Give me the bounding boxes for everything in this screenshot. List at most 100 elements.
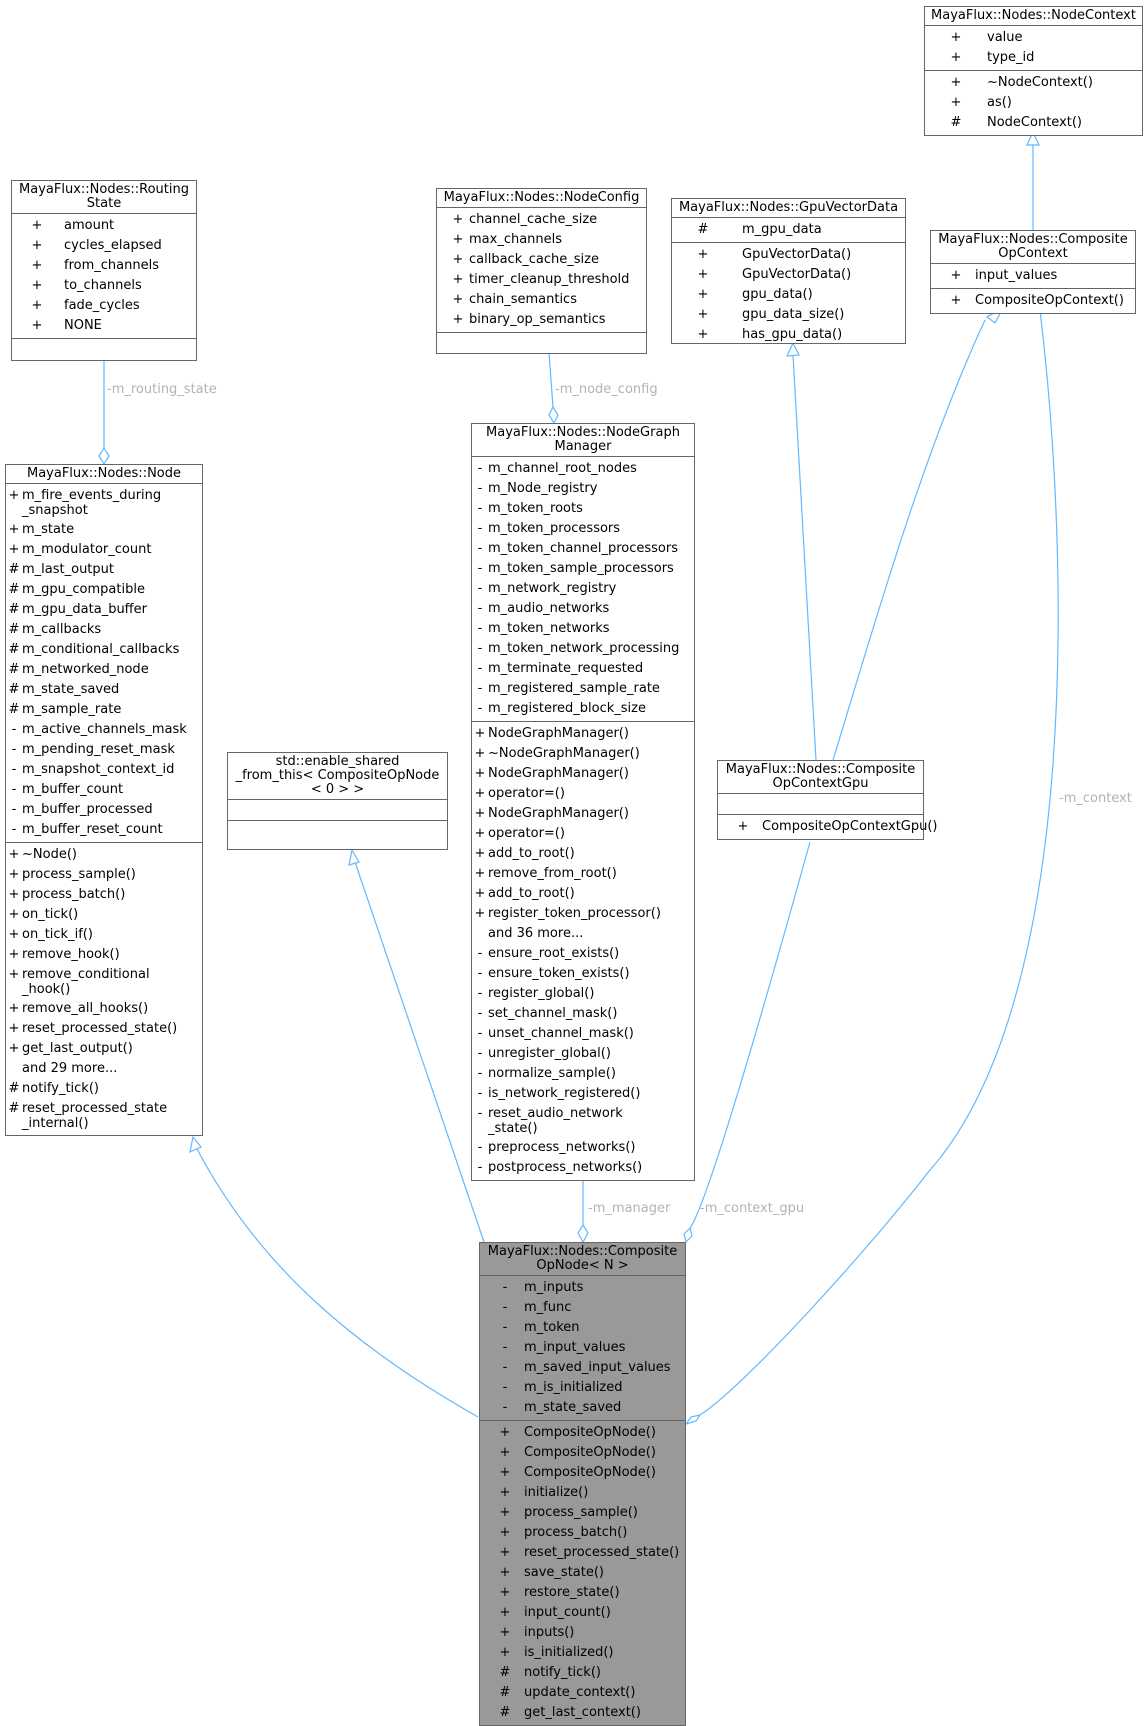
attribute-row[interactable]: +channel_cache_size [437, 210, 646, 230]
class-gpu-vector-data[interactable]: MayaFlux::Nodes::GpuVectorData#m_gpu_dat… [671, 198, 906, 344]
attribute-row[interactable]: #m_gpu_data [672, 220, 905, 240]
attribute-row[interactable]: -m_token_networks [472, 619, 694, 639]
method-row[interactable]: +add_to_root() [472, 884, 694, 904]
attribute-row[interactable]: +binary_op_semantics [437, 310, 646, 330]
attribute-row[interactable]: #m_last_output [6, 560, 202, 580]
attribute-row[interactable]: -m_token_roots [472, 499, 694, 519]
method-row[interactable]: +register_token_processor() [472, 904, 694, 924]
method-row[interactable]: +as() [925, 93, 1142, 113]
attribute-row[interactable]: -m_network_registry [472, 579, 694, 599]
class-node-config[interactable]: MayaFlux::Nodes::NodeConfig+channel_cach… [436, 188, 647, 354]
attribute-row[interactable]: -m_registered_block_size [472, 699, 694, 719]
method-row[interactable]: +remove_conditional _hook() [6, 965, 202, 999]
method-row[interactable]: +input_count() [480, 1603, 685, 1623]
attribute-row[interactable]: -m_inputs [480, 1278, 685, 1298]
attribute-row[interactable]: +from_channels [12, 256, 196, 276]
attribute-row[interactable]: -m_token_network_processing [472, 639, 694, 659]
method-row[interactable]: #get_last_context() [480, 1703, 685, 1723]
method-row[interactable]: -ensure_token_exists() [472, 964, 694, 984]
method-row[interactable]: -preprocess_networks() [472, 1138, 694, 1158]
method-row[interactable]: +CompositeOpContext() [931, 291, 1135, 311]
attribute-row[interactable]: +m_state [6, 520, 202, 540]
attribute-row[interactable]: -m_input_values [480, 1338, 685, 1358]
method-row[interactable]: -unset_channel_mask() [472, 1024, 694, 1044]
attribute-row[interactable]: -m_func [480, 1298, 685, 1318]
attribute-row[interactable]: -m_buffer_reset_count [6, 820, 202, 840]
attribute-row[interactable]: -m_channel_root_nodes [472, 459, 694, 479]
attribute-row[interactable]: +amount [12, 216, 196, 236]
method-row[interactable]: +inputs() [480, 1623, 685, 1643]
method-row[interactable]: and 29 more... [6, 1059, 202, 1079]
method-row[interactable]: #NodeContext() [925, 113, 1142, 133]
attribute-row[interactable]: -m_is_initialized [480, 1378, 685, 1398]
method-row[interactable]: #reset_processed_state _internal() [6, 1099, 202, 1133]
attribute-row[interactable]: #m_callbacks [6, 620, 202, 640]
method-row[interactable]: +process_batch() [6, 885, 202, 905]
method-row[interactable]: +get_last_output() [6, 1039, 202, 1059]
method-row[interactable]: +gpu_data() [672, 285, 905, 305]
attribute-row[interactable]: +type_id [925, 48, 1142, 68]
method-row[interactable]: -is_network_registered() [472, 1084, 694, 1104]
attribute-row[interactable]: #m_sample_rate [6, 700, 202, 720]
attribute-row[interactable]: +timer_cleanup_threshold [437, 270, 646, 290]
class-enable-shared-from-this[interactable]: std::enable_shared_from_this< CompositeO… [227, 752, 448, 850]
method-row[interactable]: +GpuVectorData() [672, 245, 905, 265]
method-row[interactable]: -reset_audio_network _state() [472, 1104, 694, 1138]
method-row[interactable]: -postprocess_networks() [472, 1158, 694, 1178]
method-row[interactable]: +save_state() [480, 1563, 685, 1583]
method-row[interactable]: +reset_processed_state() [6, 1019, 202, 1039]
method-row[interactable]: -normalize_sample() [472, 1064, 694, 1084]
attribute-row[interactable]: -m_token_sample_processors [472, 559, 694, 579]
attribute-row[interactable]: +max_channels [437, 230, 646, 250]
attribute-row[interactable]: +callback_cache_size [437, 250, 646, 270]
method-row[interactable]: +CompositeOpNode() [480, 1423, 685, 1443]
attribute-row[interactable]: +NONE [12, 316, 196, 336]
method-row[interactable]: -register_global() [472, 984, 694, 1004]
method-row[interactable]: +has_gpu_data() [672, 325, 905, 345]
method-row[interactable]: +remove_all_hooks() [6, 999, 202, 1019]
method-row[interactable]: +gpu_data_size() [672, 305, 905, 325]
attribute-row[interactable]: #m_gpu_compatible [6, 580, 202, 600]
attribute-row[interactable]: #m_gpu_data_buffer [6, 600, 202, 620]
attribute-row[interactable]: -m_buffer_processed [6, 800, 202, 820]
attribute-row[interactable]: -m_active_channels_mask [6, 720, 202, 740]
attribute-row[interactable]: +to_channels [12, 276, 196, 296]
method-row[interactable]: +~Node() [6, 845, 202, 865]
attribute-row[interactable]: -m_token_channel_processors [472, 539, 694, 559]
attribute-row[interactable]: +input_values [931, 266, 1135, 286]
method-row[interactable]: +NodeGraphManager() [472, 804, 694, 824]
method-row[interactable]: +remove_from_root() [472, 864, 694, 884]
method-row[interactable]: #notify_tick() [480, 1663, 685, 1683]
attribute-row[interactable]: -m_snapshot_context_id [6, 760, 202, 780]
method-row[interactable]: -set_channel_mask() [472, 1004, 694, 1024]
method-row[interactable]: +add_to_root() [472, 844, 694, 864]
attribute-row[interactable]: #m_conditional_callbacks [6, 640, 202, 660]
attribute-row[interactable]: +m_modulator_count [6, 540, 202, 560]
method-row[interactable]: +CompositeOpNode() [480, 1443, 685, 1463]
method-row[interactable]: +~NodeContext() [925, 73, 1142, 93]
attribute-row[interactable]: -m_buffer_count [6, 780, 202, 800]
method-row[interactable]: +GpuVectorData() [672, 265, 905, 285]
method-row[interactable]: +process_sample() [6, 865, 202, 885]
method-row[interactable]: +remove_hook() [6, 945, 202, 965]
method-row[interactable]: +reset_processed_state() [480, 1543, 685, 1563]
attribute-row[interactable]: -m_audio_networks [472, 599, 694, 619]
method-row[interactable]: +on_tick_if() [6, 925, 202, 945]
method-row[interactable]: -unregister_global() [472, 1044, 694, 1064]
attribute-row[interactable]: +chain_semantics [437, 290, 646, 310]
attribute-row[interactable]: -m_token [480, 1318, 685, 1338]
attribute-row[interactable]: -m_Node_registry [472, 479, 694, 499]
method-row[interactable]: +~NodeGraphManager() [472, 744, 694, 764]
attribute-row[interactable]: -m_saved_input_values [480, 1358, 685, 1378]
attribute-row[interactable]: +fade_cycles [12, 296, 196, 316]
attribute-row[interactable]: +m_fire_events_during _snapshot [6, 486, 202, 520]
method-row[interactable]: -ensure_root_exists() [472, 944, 694, 964]
method-row[interactable]: +operator=() [472, 824, 694, 844]
class-node[interactable]: MayaFlux::Nodes::Node+m_fire_events_duri… [5, 464, 203, 1136]
method-row[interactable]: +NodeGraphManager() [472, 724, 694, 744]
